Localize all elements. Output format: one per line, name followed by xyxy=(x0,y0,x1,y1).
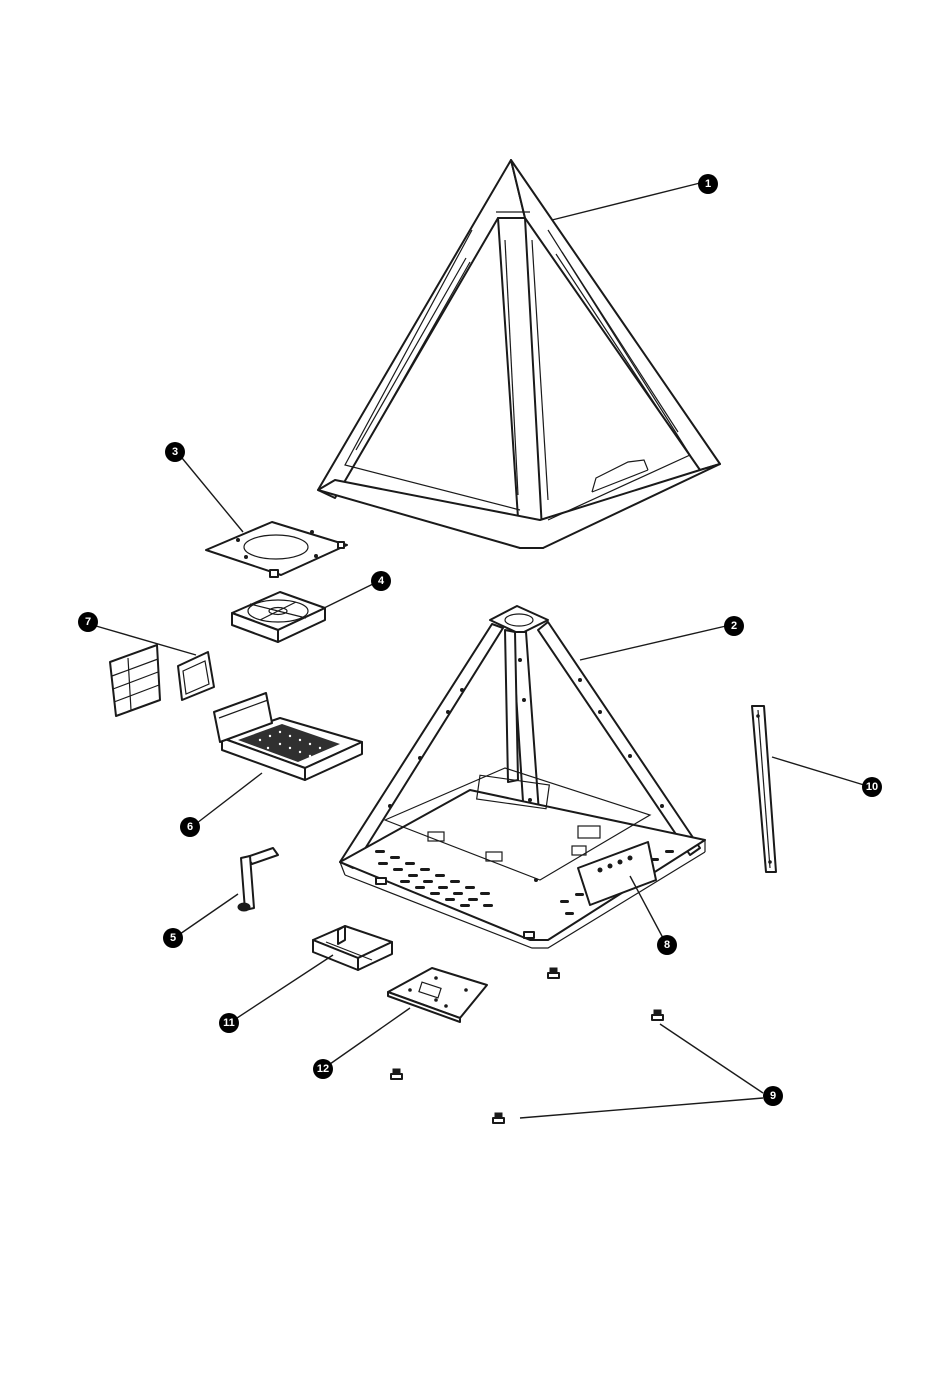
callout-11-label: 11 xyxy=(223,1017,235,1029)
part-10-rail xyxy=(752,706,776,872)
callout-6: 6 xyxy=(180,817,200,837)
leader-3 xyxy=(182,458,243,532)
part-2-inner-frame xyxy=(340,606,705,948)
callout-9-label: 9 xyxy=(770,1090,776,1102)
screw-4 xyxy=(493,1113,504,1123)
leader-11 xyxy=(237,955,333,1018)
callout-6-label: 6 xyxy=(187,821,193,833)
leader-6 xyxy=(197,773,262,823)
callout-8-label: 8 xyxy=(664,939,670,951)
part-1-pyramid-shell xyxy=(318,160,720,548)
part-11-drive-bracket xyxy=(313,926,392,970)
callout-1: 1 xyxy=(698,174,718,194)
callout-11: 11 xyxy=(219,1013,239,1033)
callout-2-label: 2 xyxy=(731,620,737,632)
part-12-mounting-plate xyxy=(388,968,487,1022)
callout-7-label: 7 xyxy=(85,616,91,628)
leader-8 xyxy=(630,876,663,938)
part-3-fan-bracket xyxy=(206,522,347,577)
callout-12: 12 xyxy=(313,1059,333,1079)
leader-4 xyxy=(318,584,373,611)
screw-1 xyxy=(548,968,559,978)
leader-9b xyxy=(520,1098,763,1118)
screw-2 xyxy=(652,1010,663,1020)
leader-1 xyxy=(552,183,700,220)
leader-12 xyxy=(330,1008,410,1064)
leader-2 xyxy=(580,626,726,660)
part-7-covers xyxy=(110,645,214,716)
callout-7: 7 xyxy=(78,612,98,632)
callout-4-label: 4 xyxy=(378,575,385,587)
leader-5 xyxy=(180,894,238,934)
part-6-tray xyxy=(214,693,362,780)
part-4-fan xyxy=(232,592,325,642)
callout-1-label: 1 xyxy=(705,178,711,190)
callout-2: 2 xyxy=(724,616,744,636)
callout-5: 5 xyxy=(163,928,183,948)
leader-9a xyxy=(660,1024,763,1093)
callout-10: 10 xyxy=(862,777,882,797)
screw-3 xyxy=(391,1069,402,1079)
leader-10 xyxy=(772,757,864,785)
callout-4: 4 xyxy=(371,571,391,591)
callout-3-label: 3 xyxy=(172,446,178,458)
callout-9: 9 xyxy=(763,1086,783,1106)
callout-10-label: 10 xyxy=(866,781,878,793)
part-5-l-bracket xyxy=(238,848,278,911)
callout-3: 3 xyxy=(165,442,185,462)
callout-12-label: 12 xyxy=(317,1063,329,1075)
callout-8: 8 xyxy=(657,935,677,955)
callout-5-label: 5 xyxy=(170,932,176,944)
